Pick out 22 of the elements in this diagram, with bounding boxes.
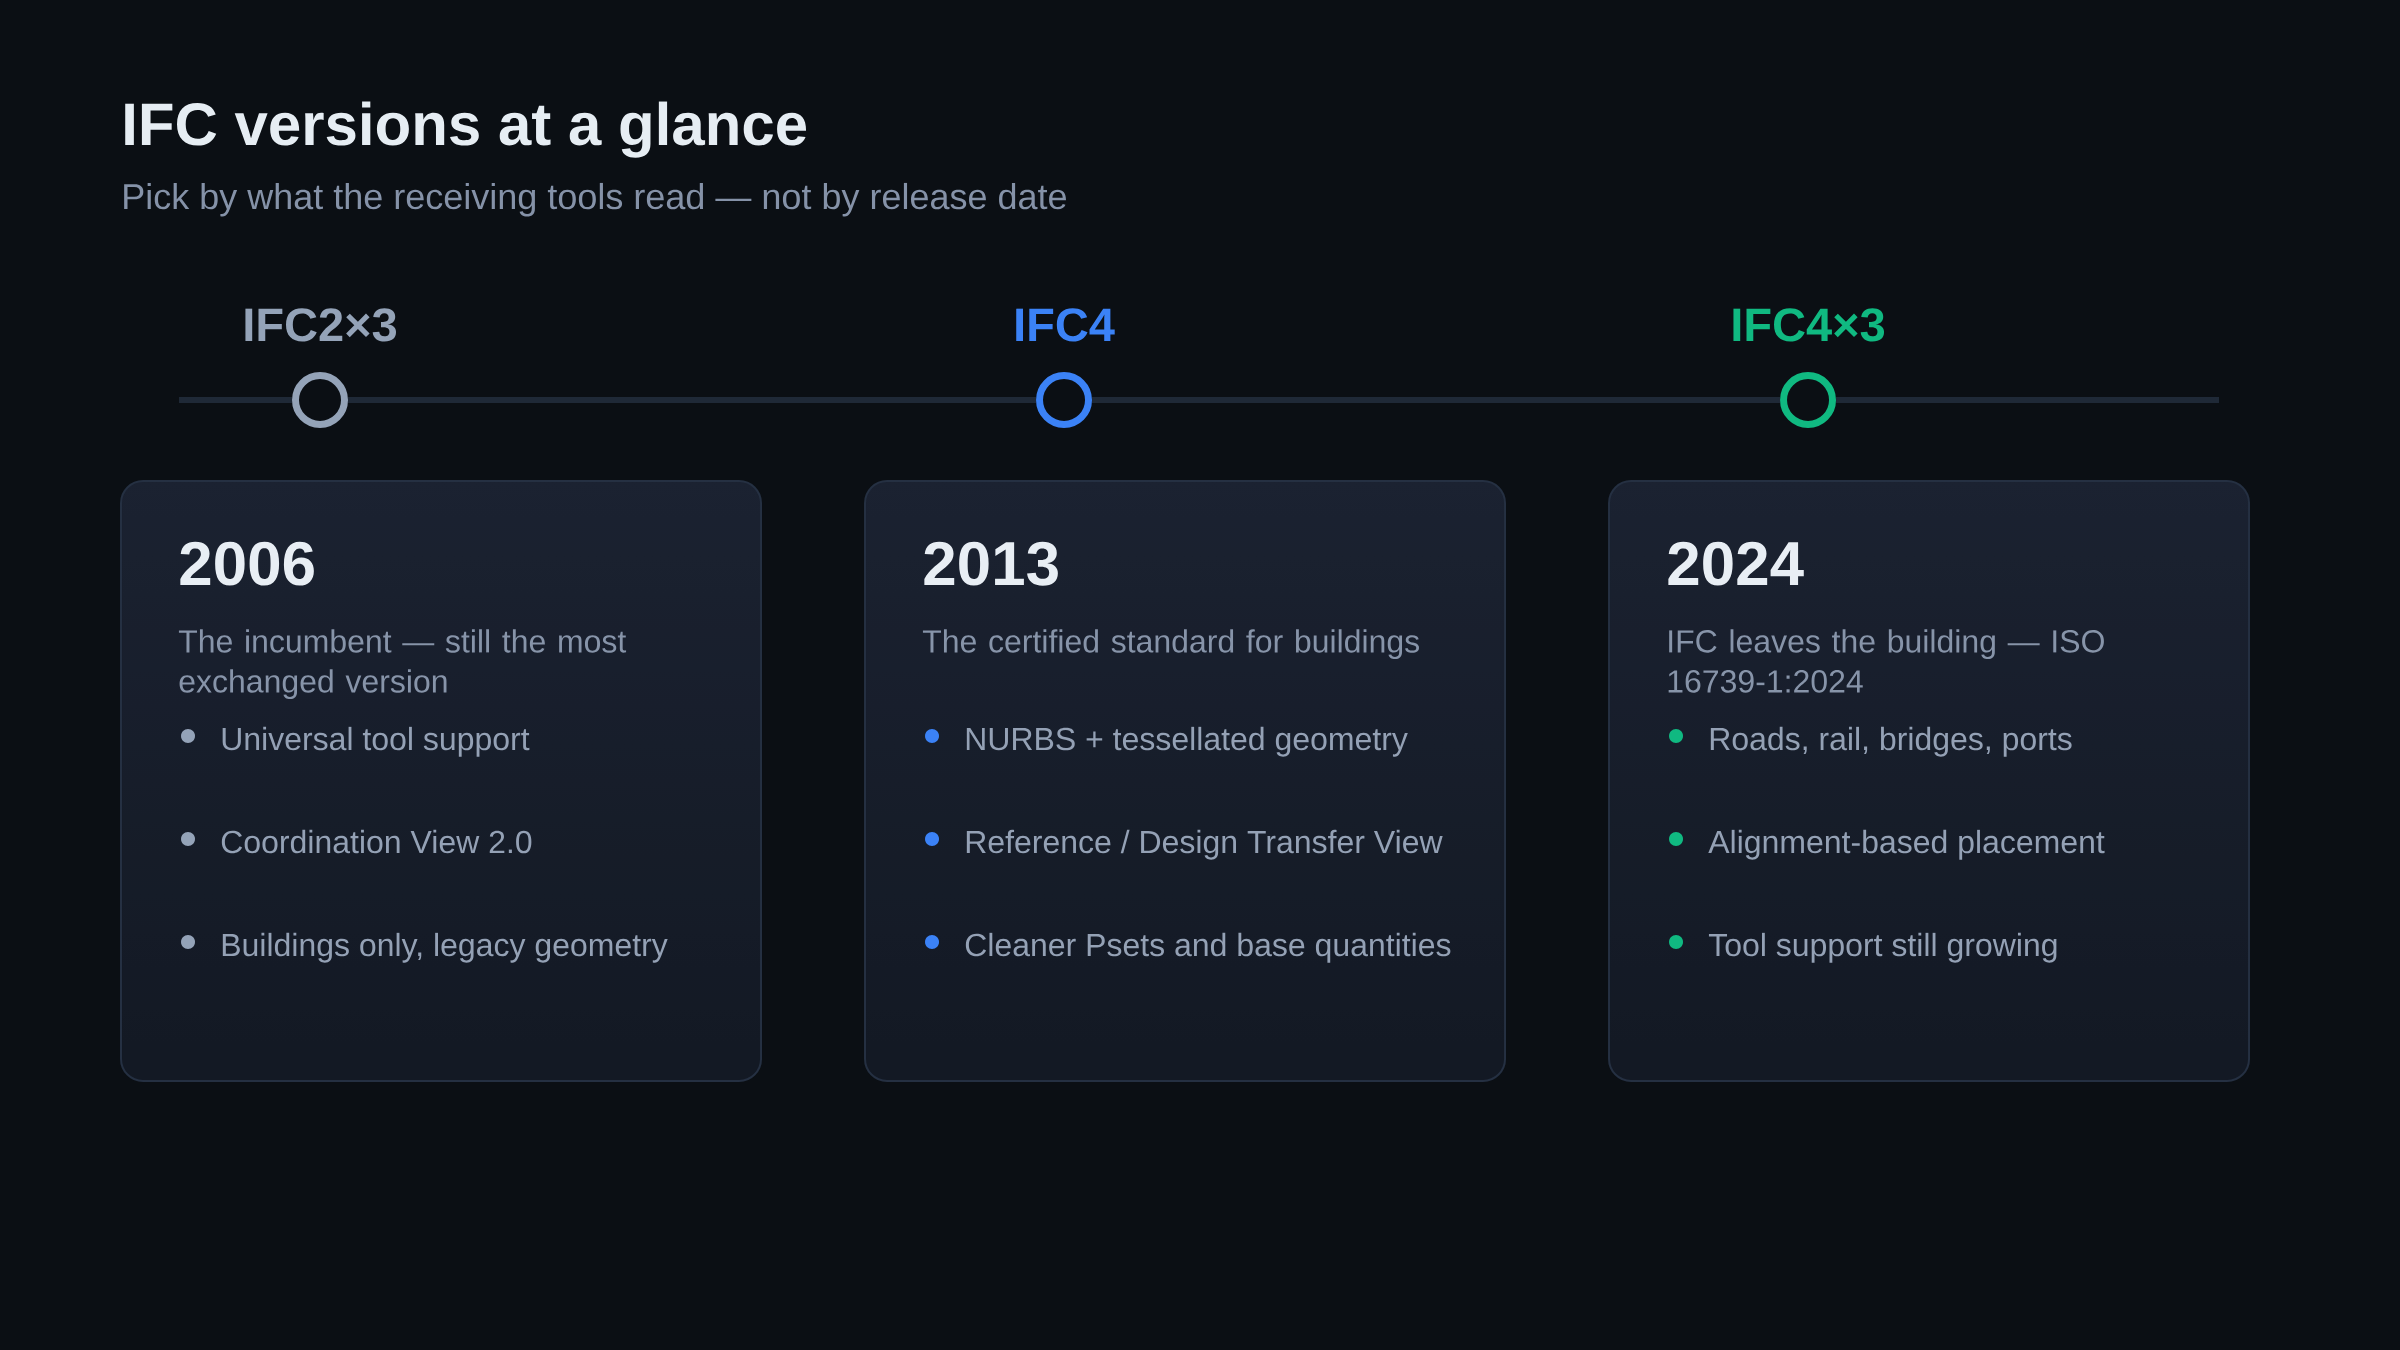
version-label: IFC4 <box>1016 308 1115 342</box>
bullet-text: Roads, rail, bridges, ports <box>1710 726 2072 757</box>
bullet-text: Tool support still growing <box>1708 932 2057 963</box>
timeline-line <box>348 397 1036 403</box>
bullet-text: Reference / Design Transfer View <box>966 829 1443 860</box>
bullet-text: NURBS + tessellated geometry <box>966 726 1408 757</box>
bullet-text: Alignment-based placement <box>1708 829 2105 860</box>
bullet-text: Universal tool support <box>222 726 530 757</box>
card-subtitle: The incumbent — still the most exchanged version <box>178 629 627 700</box>
card-subtitle: The certified standard for buildings <box>922 629 1419 660</box>
timeline-line <box>1092 397 1780 403</box>
bullet-text: Coordination View 2.0 <box>221 829 532 854</box>
subtitle: Pick by what the receiving tools read — not by release date <box>124 182 1066 217</box>
version-label: IFC2×3 <box>245 308 396 342</box>
version-label: IFC4×3 <box>1733 308 1885 342</box>
year-heading: 2024 <box>1668 541 1804 586</box>
card-subtitle: IFC leaves the building — ISO 16739-1:2024 <box>1668 629 2104 693</box>
bullet-text: Buildings only, legacy geometry <box>222 932 668 963</box>
year-heading: 2006 <box>180 541 314 586</box>
title: IFC versions at a glance <box>125 101 807 158</box>
year-heading: 2013 <box>924 541 1058 586</box>
bullet-text: Cleaner Psets and base quantities <box>965 932 1451 963</box>
